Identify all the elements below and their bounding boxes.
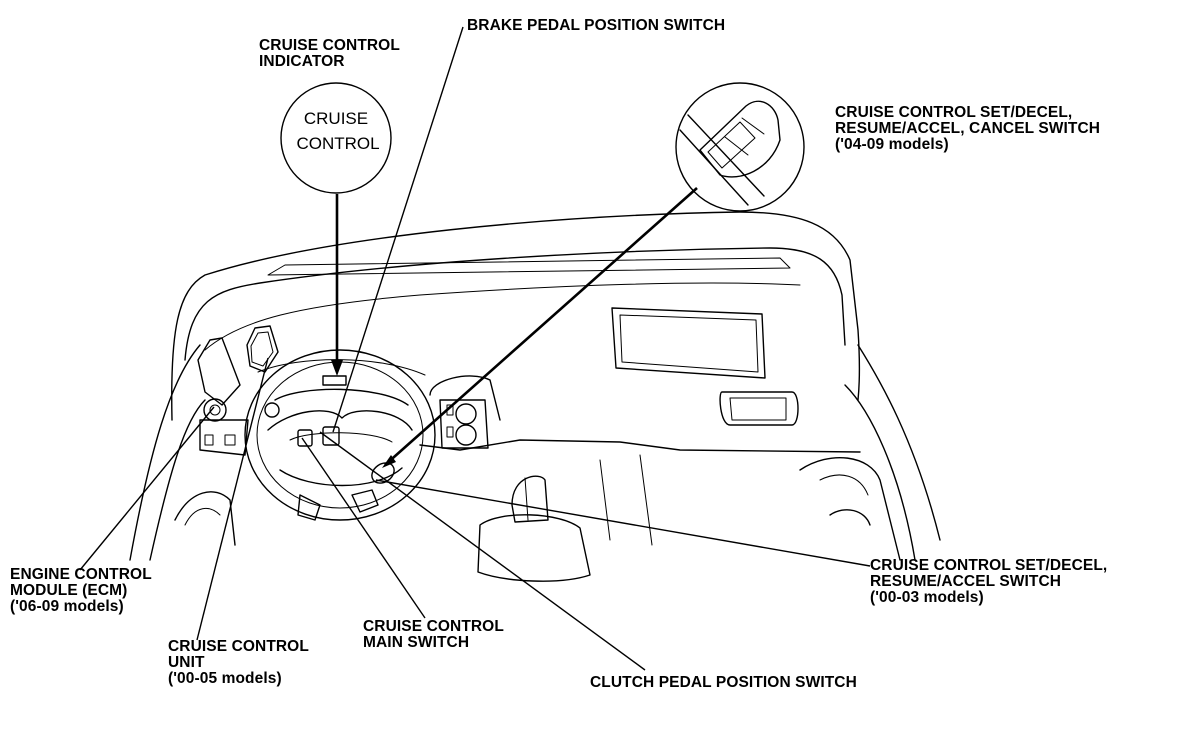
label-line: INDICATOR	[259, 53, 345, 70]
callout-text-line2: CONTROL	[296, 134, 379, 153]
label-main-switch: CRUISE CONTROL MAIN SWITCH	[363, 619, 504, 651]
label-line: ('00-03 models)	[870, 589, 984, 606]
label-line: CRUISE CONTROL SET/DECEL,	[835, 104, 1073, 121]
label-line: MODULE (ECM)	[10, 582, 128, 599]
label-line: CRUISE CONTROL	[259, 37, 400, 54]
label-line: ('04-09 models)	[835, 136, 949, 153]
label-line: CRUISE CONTROL	[168, 638, 309, 655]
label-control-unit: CRUISE CONTROL UNIT ('00-05 models)	[168, 639, 309, 687]
label-line: ('00-05 models)	[168, 670, 282, 687]
label-line: CLUTCH PEDAL POSITION SWITCH	[590, 674, 857, 691]
label-clutch-switch: CLUTCH PEDAL POSITION SWITCH	[590, 675, 857, 691]
label-line: CRUISE CONTROL	[363, 618, 504, 635]
leader-lines	[79, 26, 871, 671]
callout-text-line1: CRUISE	[304, 109, 368, 128]
label-brake-switch: BRAKE PEDAL POSITION SWITCH	[467, 18, 725, 34]
dashboard-outline	[129, 211, 941, 582]
label-line: UNIT	[168, 654, 205, 671]
label-line: RESUME/ACCEL, CANCEL SWITCH	[835, 120, 1101, 137]
label-line: BRAKE PEDAL POSITION SWITCH	[467, 17, 726, 34]
label-line: ('06-09 models)	[10, 598, 124, 615]
steering-wheel	[244, 349, 436, 521]
label-ecm: ENGINE CONTROL MODULE (ECM) ('06-09 mode…	[10, 567, 152, 615]
label-line: ENGINE CONTROL	[10, 566, 152, 583]
label-cruise-indicator: CRUISE CONTROL INDICATOR	[259, 38, 400, 70]
label-line: RESUME/ACCEL SWITCH	[870, 573, 1062, 590]
label-line: CRUISE CONTROL SET/DECEL,	[870, 557, 1108, 574]
switch-detail-callout	[382, 82, 805, 468]
indicator-callout: CRUISE CONTROL	[280, 82, 392, 376]
label-set-resume-cancel-switch: CRUISE CONTROL SET/DECEL, RESUME/ACCEL, …	[835, 105, 1100, 153]
label-set-resume-switch: CRUISE CONTROL SET/DECEL, RESUME/ACCEL S…	[870, 558, 1107, 606]
label-line: MAIN SWITCH	[363, 634, 470, 651]
